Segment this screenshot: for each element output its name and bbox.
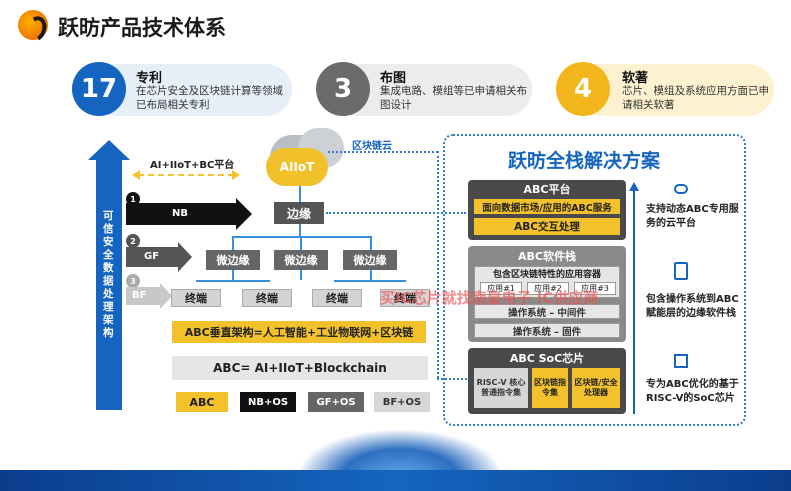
gf-arrow-head-icon: [178, 242, 192, 272]
micro-link-3: [370, 270, 372, 280]
bottom-banner: [0, 470, 791, 491]
cloud-to-panel-link: [328, 151, 438, 153]
terminal-3: 终端: [312, 289, 362, 307]
legend-bf-os: BF+OS: [374, 392, 430, 412]
up-arrow-head-icon: [88, 140, 130, 160]
vertical-architecture-bar: ABC垂直架构=人工智能+工业物联网+区块链: [172, 321, 426, 343]
nb-arrow-head-icon: [236, 198, 252, 230]
software-heading: 软著: [622, 71, 649, 86]
blockchain-instruction-set: 区块链指令集: [532, 368, 568, 408]
layout-desc: 集成电路、模组等已申请相关布图设计: [380, 85, 527, 111]
micro-branch-1: [196, 280, 270, 282]
terminal-1: 终端: [171, 289, 221, 307]
gf-label: GF: [144, 251, 160, 262]
row-badge-2: 2: [126, 234, 140, 248]
layout-count: 3: [316, 62, 370, 116]
abc-platform-title: ABC平台: [523, 183, 571, 196]
blockchain-cloud-label: 区块链云: [352, 141, 392, 152]
bf-arrow-head-icon: [160, 283, 172, 309]
nb-label: NB: [172, 208, 188, 219]
vertical-arch-label: 可信安全数据处理架构: [103, 210, 114, 339]
abc-soc-title: ABC SoC芯片: [509, 351, 585, 365]
abc-service-bar: 面向数据市场/应用的ABC服务: [474, 199, 620, 214]
risc-v-core: RISC-V 核心 普通指令集: [474, 368, 528, 408]
security-processor: 区块链/安全 处理器: [572, 368, 620, 408]
app-2: 应用#2: [527, 282, 569, 295]
cloud-panel-vertical-link: [437, 151, 439, 378]
software-count: 4: [556, 62, 610, 116]
os-firmware-bar: 操作系统 – 固件: [474, 323, 620, 338]
aiiot-cloud: AIIoT: [266, 148, 328, 186]
edge-branch-line: [232, 236, 372, 238]
server-stack-icon: [674, 262, 688, 280]
row-badge-1: 1: [126, 192, 140, 206]
edge-trunk: [299, 224, 301, 236]
app-3: 应用#3: [574, 282, 616, 295]
cloud-note: 支持动态ABC专用服务的云平台: [646, 204, 739, 229]
micro-link-1: [232, 270, 234, 280]
edge-to-platform-link: [326, 212, 466, 214]
edge-node: 边缘: [274, 202, 324, 224]
bf-arrow: [126, 287, 162, 305]
edge-branch-3: [370, 236, 372, 250]
abc-software-title: ABC软件栈: [518, 249, 576, 263]
abc-interaction-bar: ABC交互处理: [474, 218, 620, 235]
trusted-arch-arrow: [96, 158, 122, 410]
micro-edge-3: 微边缘: [343, 250, 397, 270]
watermark-text: 买IC芯片就找南皇电子 IC供应商: [380, 289, 599, 307]
patent-heading: 专利: [136, 71, 163, 86]
legend-gf-os: GF+OS: [308, 392, 364, 412]
company-logo: [18, 10, 48, 40]
patent-desc: 在芯片安全及区块链计算等领域已布局相关专利: [136, 85, 283, 111]
micro-branch-3: [334, 280, 406, 282]
app-1: 应用#1: [480, 282, 522, 295]
edge-stack-note: 包含操作系统到ABC赋能层的边缘软件栈: [646, 294, 739, 319]
cloud-edge-link: [299, 186, 301, 202]
right-arrow-icon: [232, 170, 240, 180]
terminal-2: 终端: [242, 289, 292, 307]
left-arrow-icon: [132, 170, 140, 180]
layout-heading: 布图: [380, 71, 407, 86]
patent-count: 17: [72, 62, 126, 116]
software-desc: 芯片、模组及系统应用方面已申请相关软著: [622, 85, 769, 111]
stack-bracket: [633, 190, 635, 414]
full-stack-solution-panel: [443, 134, 746, 426]
solution-title: 跃昉全栈解决方案: [508, 150, 661, 172]
micro-edge-1: 微边缘: [206, 250, 260, 270]
page-title: 跃昉产品技术体系: [58, 16, 226, 40]
bf-label: BF: [132, 290, 147, 301]
soc-note: 专为ABC优化的基于RISC-V的SoC芯片: [646, 379, 739, 404]
edge-branch-2: [300, 236, 302, 250]
micro-link-2: [300, 270, 302, 280]
legend-nb-os: NB+OS: [240, 392, 296, 412]
city-skyline-graphic: [300, 430, 500, 475]
row-badge-3: 3: [126, 274, 140, 288]
gf-arrow: [126, 247, 180, 267]
edge-branch-1: [232, 236, 234, 250]
chip-icon: [674, 354, 688, 368]
micro-edge-2: 微边缘: [274, 250, 328, 270]
app-container-label: 包含区块链特性的应用容器: [492, 270, 601, 280]
legend-abc: ABC: [176, 392, 228, 412]
nb-arrow: [126, 203, 238, 225]
os-middleware-bar: 操作系统 – 中间件: [474, 304, 620, 319]
cloud-icon: [674, 184, 688, 194]
terminal-4: 终端: [380, 289, 430, 307]
abc-formula-bar: ABC= AI+IIoT+Blockchain: [172, 356, 428, 380]
cloud-to-soc-link: [437, 378, 467, 380]
platform-label: AI+IIoT+BC平台: [150, 160, 235, 171]
platform-range-line: [138, 174, 234, 176]
stack-up-arrow-icon: [629, 182, 639, 191]
